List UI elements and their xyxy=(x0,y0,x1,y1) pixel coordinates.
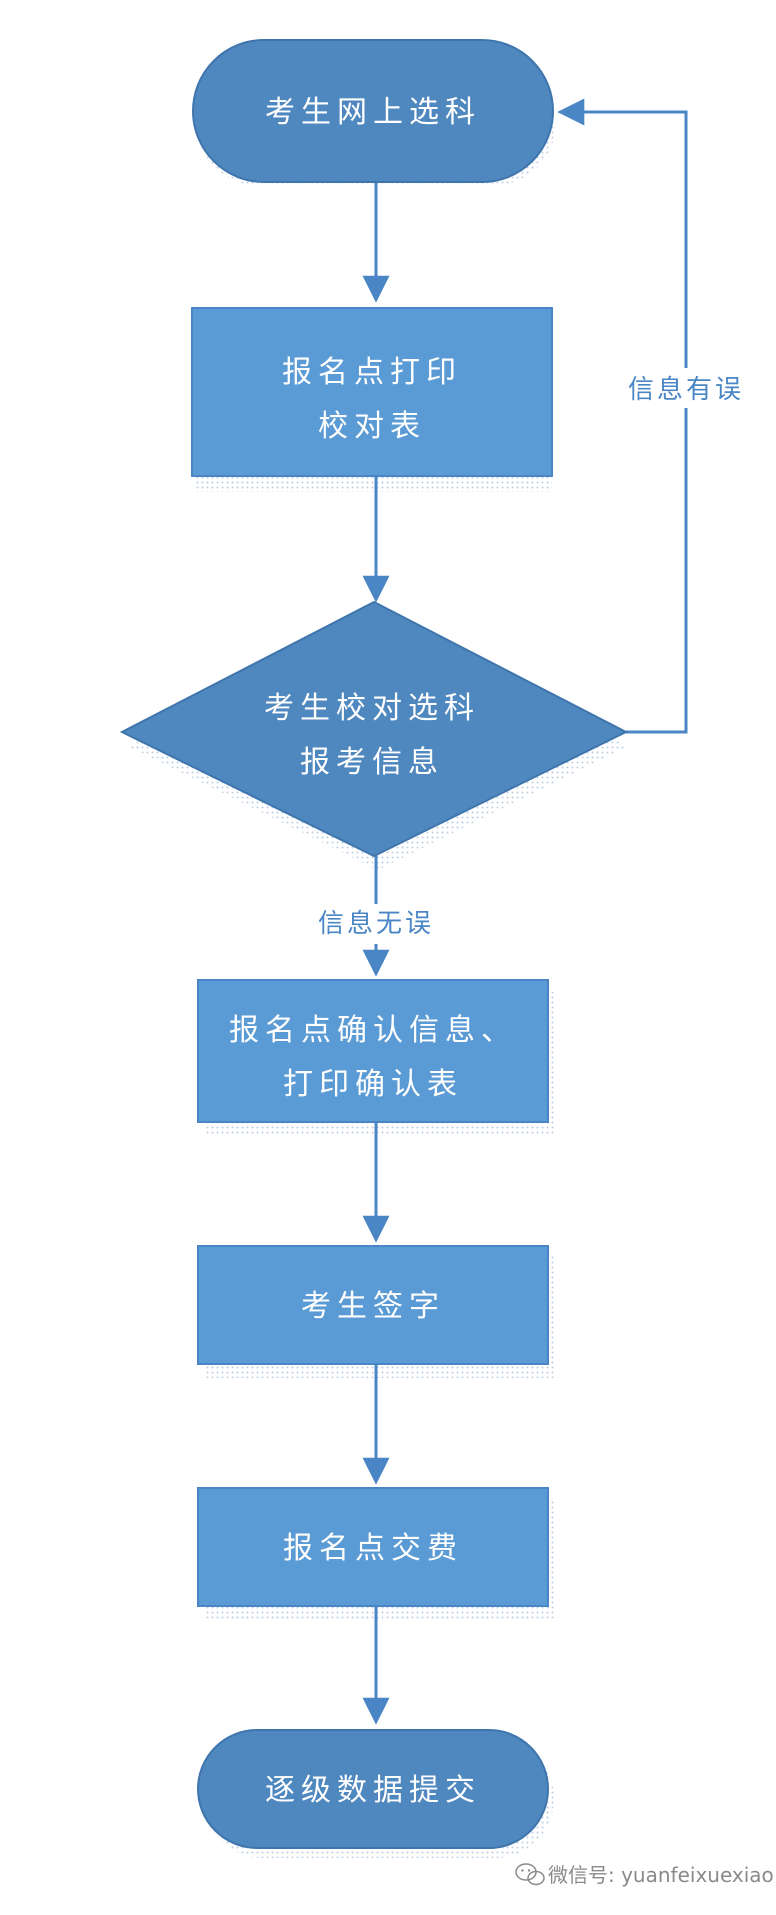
node-start-label: 考生网上选科 xyxy=(265,95,481,130)
process-shape xyxy=(191,307,553,477)
node-confirm-line1: 报名点确认信息、 xyxy=(229,1013,517,1048)
node-print-check-line2: 校对表 xyxy=(318,409,426,444)
node-print-check-line1: 报名点打印 xyxy=(282,355,462,390)
node-confirm-line2: 打印确认表 xyxy=(283,1067,463,1102)
connectors xyxy=(362,98,688,1725)
node-submit-label: 逐级数据提交 xyxy=(265,1773,481,1808)
node-verify-line2: 报考信息 xyxy=(300,745,444,780)
watermark-text: 微信号: yuanfeixuexiao xyxy=(548,1863,774,1887)
edge-verify-back-to-start xyxy=(557,98,688,734)
node-pay: 报名点交费 xyxy=(197,1487,549,1607)
process-shape xyxy=(197,979,549,1123)
node-sign: 考生签字 xyxy=(197,1245,549,1365)
node-start: 考生网上选科 xyxy=(192,39,554,183)
node-sign-label: 考生签字 xyxy=(301,1289,445,1324)
node-confirm: 报名点确认信息、 打印确认表 xyxy=(197,979,549,1123)
edge-label-ok: 信息无误 xyxy=(318,909,434,939)
terminal-shape xyxy=(192,39,554,183)
node-submit: 逐级数据提交 xyxy=(197,1729,549,1849)
node-print-check: 报名点打印 校对表 xyxy=(191,307,553,477)
wechat-icon xyxy=(515,1863,545,1886)
terminal-shape xyxy=(197,1729,549,1849)
edge-label-error: 信息有误 xyxy=(628,375,744,405)
process-shape xyxy=(197,1245,549,1365)
node-verify-line1: 考生校对选科 xyxy=(264,691,480,726)
node-verify: 考生校对选科 报考信息 xyxy=(119,600,629,858)
process-shape xyxy=(197,1487,549,1607)
node-pay-label: 报名点交费 xyxy=(283,1531,463,1566)
decision-shape xyxy=(119,600,629,858)
watermark: 微信号: yuanfeixuexiao xyxy=(515,1863,774,1887)
